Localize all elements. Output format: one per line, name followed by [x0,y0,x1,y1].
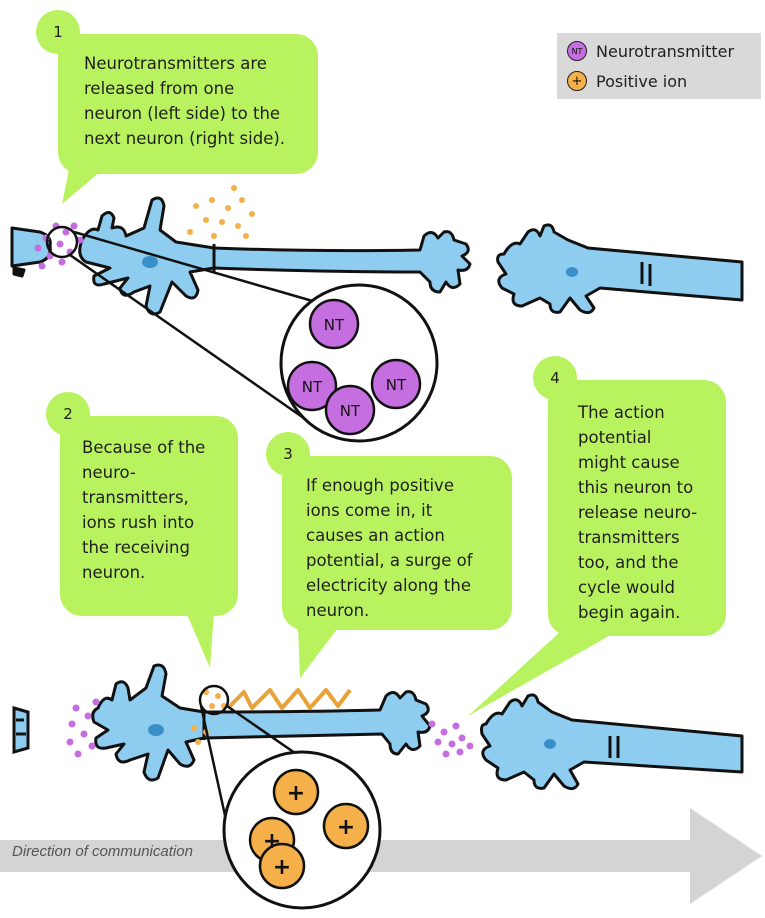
step-text-line: potential, a surge of [306,551,473,570]
zoom-lines-top [45,225,319,430]
ion-zoom-label-1: + [287,781,305,806]
step-text-line: ions rush into [82,513,195,532]
legend-label-positive-ion: Positive ion [596,71,688,91]
action-potential-spark [226,688,352,710]
ion-zoom-label-4: + [273,855,291,880]
step-text-line: potential [578,428,652,447]
direction-label: Direction of communication [12,843,193,860]
bubble-tail-2 [186,612,214,668]
positive-ion-dots-top [187,185,255,239]
step-text-line: causes an action [306,526,445,545]
step-1-bubble: Neurotransmitters are released from one ne… [58,34,318,174]
step-text-line: might cause [578,453,680,472]
neuron-bottom-right [480,693,744,791]
step-text-line: next neuron (right side). [84,129,286,148]
neuron-bottom-left-axon-end [12,706,30,754]
nt-zoom-label-3: NT [386,376,407,394]
neurotransmitter-dots-bottom-right [428,720,474,758]
step-text-line: the receiving [82,538,190,557]
step-text-line: ions come in, it [306,501,433,520]
step-text-line: release neuro- [578,503,698,522]
step-2-bubble: Because of the neuro-transmitters, ions ru… [60,416,238,616]
ion-zoom-label-2: + [337,815,355,840]
step-text-line: neuron. [306,601,370,620]
ion-zoom-1 [272,768,320,816]
positive-ion-swatch-icon: + [567,71,587,91]
nt-zoom-3 [370,358,422,410]
bubble-tail-4 [468,632,616,716]
nt-zoom-1 [308,298,360,350]
step-text-line: neuro- [82,463,136,482]
step-text-line: begin again. [578,603,681,622]
step-text-line: transmitters [578,528,680,547]
zoom-neurotransmitters [286,298,422,436]
step-text-line: neuron. [82,563,146,582]
legend: NT Neurotransmitter + Positive ion [557,33,761,99]
step-text-line: this neuron to [578,478,694,497]
step-text-line: The action [578,403,665,422]
legend-label-neurotransmitter: Neurotransmitter [596,41,735,61]
step-text-line: transmitters, [82,488,189,507]
legend-item-neurotransmitter: NT Neurotransmitter [567,41,734,61]
step-text-line: too, and the [578,553,679,572]
step-text-line: neuron (left side) to the [84,104,281,123]
step-text-line: Neurotransmitters are [84,54,267,73]
neuron-top-right [496,223,744,315]
neurotransmitter-swatch-icon: NT [567,41,587,61]
step-4-bubble: The action potential might cause this neuro… [548,380,726,636]
nt-zoom-2 [286,360,338,412]
ion-zoom-label-3: + [263,829,281,854]
nt-zoom-label-2: NT [302,378,323,396]
bubble-tail-3 [298,628,338,678]
nt-zoom-label-1: NT [324,316,345,334]
legend-item-positive-ion: + Positive ion [567,71,687,91]
step-text-line: released from one [84,79,235,98]
ion-zoom-2 [322,802,370,850]
step-text-line: electricity along the [306,576,471,595]
ion-zoom-4 [258,842,306,890]
zoom-positive-ions [248,768,370,890]
direction-arrow [0,808,762,904]
nt-zoom-label-4: NT [340,402,361,420]
bubble-tail-1 [62,165,108,204]
neuron-top-left-axon-end [10,226,52,278]
nt-zoom-4 [324,384,376,436]
neurotransmitter-dots-bottom-left [66,698,100,758]
neuron-top-middle [78,196,472,316]
step-text-line: Because of the [82,438,206,457]
step-text-line: cycle would [578,578,675,597]
step-3-bubble: If enough positive ions come in, it causes… [282,456,512,630]
step-text-line: If enough positive [306,476,454,495]
